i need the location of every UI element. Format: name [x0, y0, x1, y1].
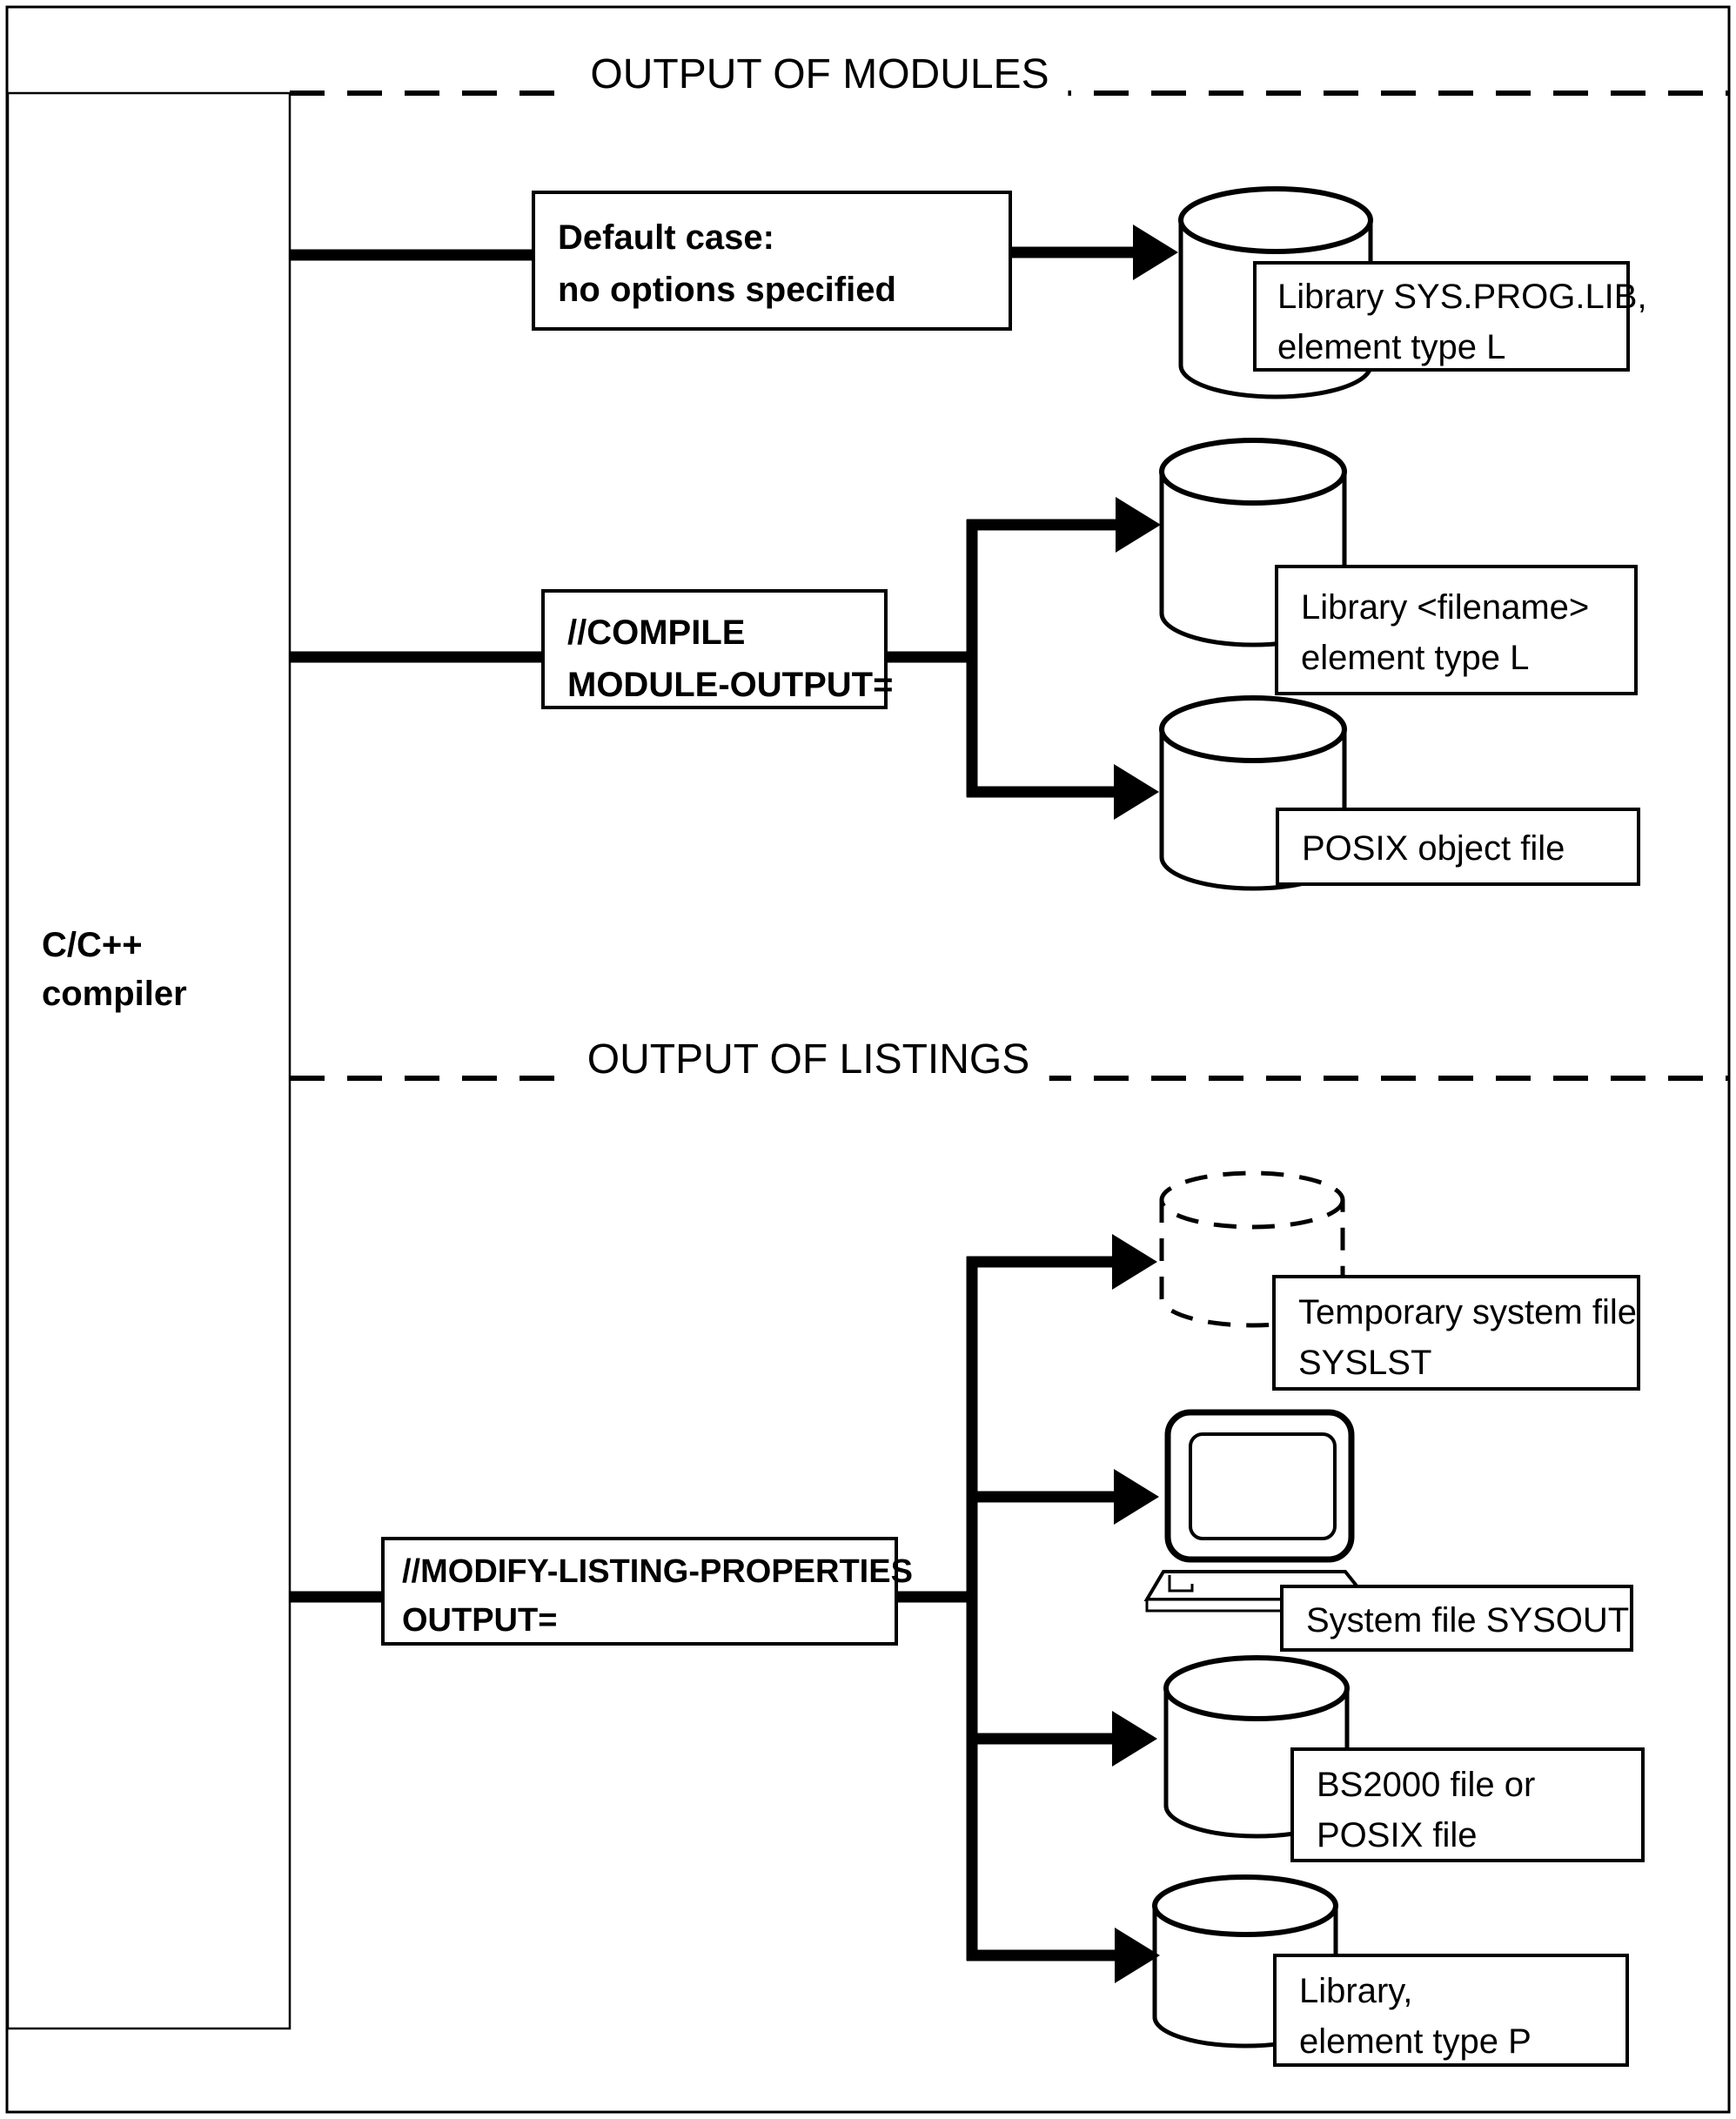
- lib-filename-line2: element type L: [1301, 639, 1530, 677]
- posix-object-line1: POSIX object file: [1302, 829, 1565, 868]
- modify-listing-line2: OUTPUT=: [402, 1602, 558, 1639]
- default-case-line1: Default case:: [558, 218, 774, 257]
- arrowhead: [1114, 1469, 1159, 1525]
- compiler-label: C/C++ compiler: [42, 921, 187, 1018]
- arrowhead: [1115, 1928, 1160, 1983]
- arrowhead: [1116, 497, 1161, 553]
- modify-listing-line1: //MODIFY-LISTING-PROPERTIES: [402, 1553, 913, 1590]
- bs2000-label: BS2000 file or POSIX file: [1290, 1747, 1645, 1862]
- bs2000-line2: POSIX file: [1317, 1816, 1478, 1854]
- listings-section-title: OUTPUT OF LISTINGS: [567, 1036, 1049, 1084]
- arrowhead: [1133, 225, 1178, 280]
- library-p-line1: Library,: [1299, 1972, 1413, 2010]
- lib-filename-label: Library <filename> element type L: [1275, 565, 1638, 695]
- cylinder-icon: [1152, 1874, 1338, 2049]
- library-p-line2: element type P: [1299, 2022, 1532, 2061]
- compile-command-box: //COMPILE MODULE-OUTPUT=: [541, 589, 894, 709]
- arrowhead: [1112, 1234, 1157, 1290]
- syslst-line1: Temporary system file: [1298, 1293, 1637, 1331]
- bs2000-line1: BS2000 file or: [1317, 1766, 1536, 1804]
- library-p-label: Library, element type P: [1273, 1954, 1629, 2067]
- modify-listing-command-box: //MODIFY-LISTING-PROPERTIES OUTPUT=: [381, 1537, 913, 1646]
- sys-prog-lib-line1: Library SYS.PROG.LIB,: [1277, 278, 1647, 316]
- syslst-label: Temporary system file SYSLST: [1272, 1275, 1640, 1391]
- arrowhead: [1114, 764, 1159, 820]
- sys-prog-lib-line2: element type L: [1277, 328, 1506, 366]
- arrowhead: [1112, 1711, 1157, 1767]
- compile-line1: //COMPILE: [567, 614, 746, 652]
- posix-object-label: POSIX object file: [1276, 808, 1640, 886]
- monitor-icon: [1164, 1409, 1355, 1563]
- lib-filename-line1: Library <filename>: [1301, 588, 1590, 627]
- compile-line2: MODULE-OUTPUT=: [567, 666, 894, 704]
- default-case-line2: no options specified: [558, 271, 896, 309]
- compiler-label-line2: compiler: [42, 975, 187, 1013]
- modules-section-title: OUTPUT OF MODULES: [571, 50, 1069, 99]
- sys-prog-lib-label: Library SYS.PROG.LIB, element type L: [1253, 261, 1647, 372]
- sysout-line1: System file SYSOUT: [1306, 1601, 1630, 1640]
- default-case-box: Default case: no options specified: [532, 191, 1012, 331]
- compiler-container-box: [6, 91, 292, 2030]
- compiler-label-line1: C/C++: [42, 926, 143, 964]
- sysout-label: System file SYSOUT: [1280, 1585, 1633, 1652]
- syslst-line2: SYSLST: [1298, 1344, 1432, 1382]
